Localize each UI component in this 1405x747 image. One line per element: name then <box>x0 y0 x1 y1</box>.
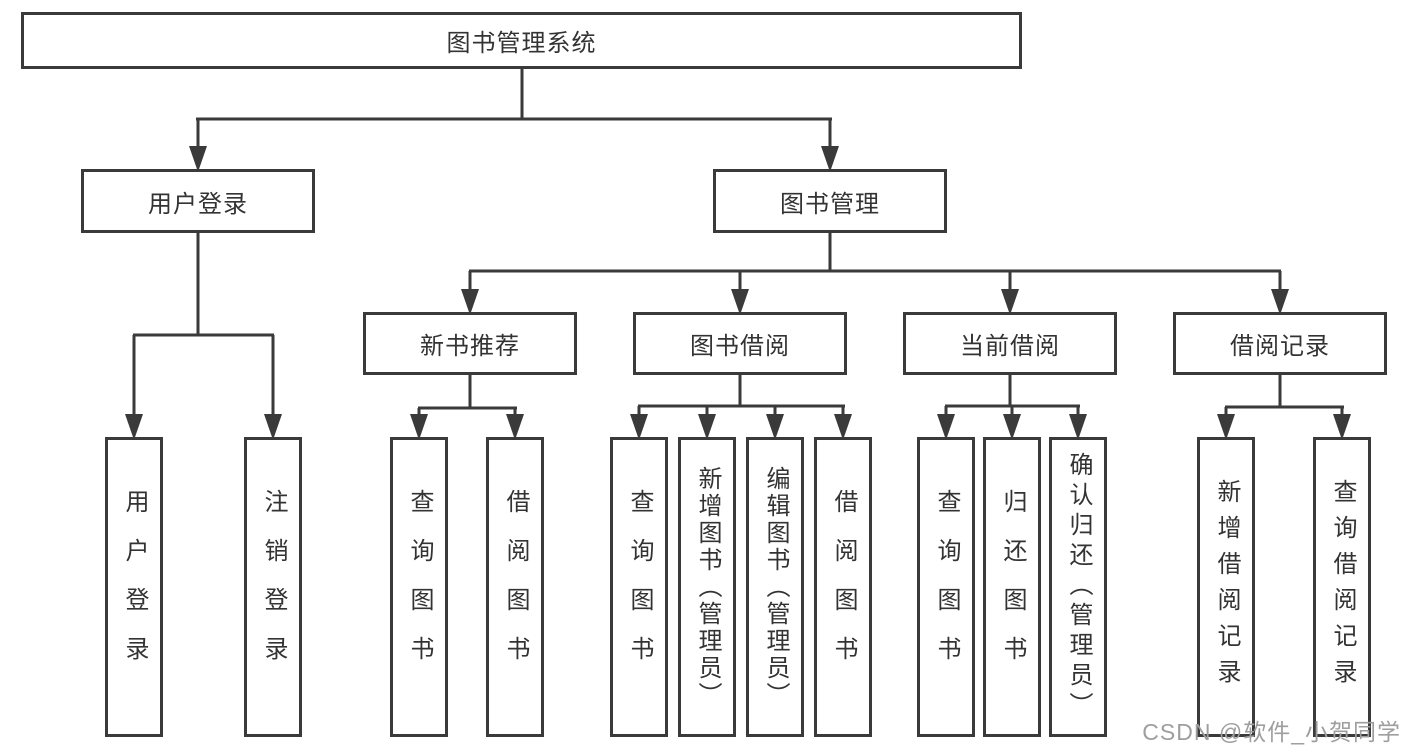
connector-root-to-level2 <box>189 69 839 172</box>
leaf-borrow-edit-books-admin-label: 编辑图书（管理员） <box>762 465 789 709</box>
leaf-records-query-record-label: 查询借阅记录 <box>1329 479 1356 695</box>
connector-borrow-to-leaves <box>630 375 852 440</box>
leaf-borrow-edit-books-admin: 编辑图书（管理员） <box>746 437 804 737</box>
node-root: 图书管理系统 <box>21 12 1022 69</box>
connector-current-to-leaves <box>937 375 1087 440</box>
leaf-borrow-borrow-books: 借阅图书 <box>814 437 872 737</box>
node-user-login: 用户登录 <box>81 169 315 233</box>
leaf-user-login: 用户登录 <box>105 437 163 737</box>
leaf-borrow-add-books-admin: 新增图书（管理员） <box>678 437 736 737</box>
leaf-recommend-query-books-label: 查询图书 <box>406 489 433 685</box>
leaf-current-return-books-label: 归还图书 <box>999 489 1026 685</box>
node-new-book-recommend-label: 新书推荐 <box>420 333 520 360</box>
leaf-logout: 注销登录 <box>244 437 302 737</box>
node-book-borrow-label: 图书借阅 <box>690 333 790 360</box>
connector-login-to-leaves <box>125 233 282 440</box>
leaf-borrow-borrow-books-label: 借阅图书 <box>830 489 857 685</box>
leaf-current-return-books: 归还图书 <box>983 437 1041 737</box>
leaf-user-login-label: 用户登录 <box>121 489 148 685</box>
leaf-current-query-books: 查询图书 <box>917 437 975 737</box>
leaf-recommend-borrow-books: 借阅图书 <box>486 437 544 737</box>
node-current-borrow: 当前借阅 <box>903 312 1117 375</box>
node-book-management-label: 图书管理 <box>780 190 880 218</box>
node-book-borrow: 图书借阅 <box>633 312 847 375</box>
csdn-watermark: CSDN @软件_小贺同学 <box>1142 719 1401 745</box>
leaf-records-query-record: 查询借阅记录 <box>1313 437 1371 737</box>
leaf-borrow-query-books: 查询图书 <box>610 437 668 737</box>
leaf-recommend-query-books: 查询图书 <box>390 437 448 737</box>
connector-records-to-leaves <box>1217 375 1351 440</box>
leaf-recommend-borrow-books-label: 借阅图书 <box>502 489 529 685</box>
node-user-login-label: 用户登录 <box>148 190 248 218</box>
node-borrow-records: 借阅记录 <box>1173 312 1387 375</box>
connector-recommend-to-leaves <box>410 375 524 440</box>
node-current-borrow-label: 当前借阅 <box>960 333 1060 360</box>
node-book-management: 图书管理 <box>713 169 947 233</box>
connector-management-to-level3 <box>461 233 1289 315</box>
node-new-book-recommend: 新书推荐 <box>363 312 577 375</box>
node-root-label: 图书管理系统 <box>446 30 597 57</box>
leaf-borrow-query-books-label: 查询图书 <box>626 489 653 685</box>
leaf-current-query-books-label: 查询图书 <box>933 489 960 685</box>
leaf-current-confirm-return-admin-label: 确认归还（管理员） <box>1065 452 1092 722</box>
node-borrow-records-label: 借阅记录 <box>1230 333 1330 360</box>
leaf-borrow-add-books-admin-label: 新增图书（管理员） <box>694 465 721 709</box>
leaf-records-add-record-label: 新增借阅记录 <box>1213 479 1240 695</box>
leaf-current-confirm-return-admin: 确认归还（管理员） <box>1049 437 1107 737</box>
leaf-logout-label: 注销登录 <box>260 489 287 685</box>
leaf-records-add-record: 新增借阅记录 <box>1197 437 1255 737</box>
